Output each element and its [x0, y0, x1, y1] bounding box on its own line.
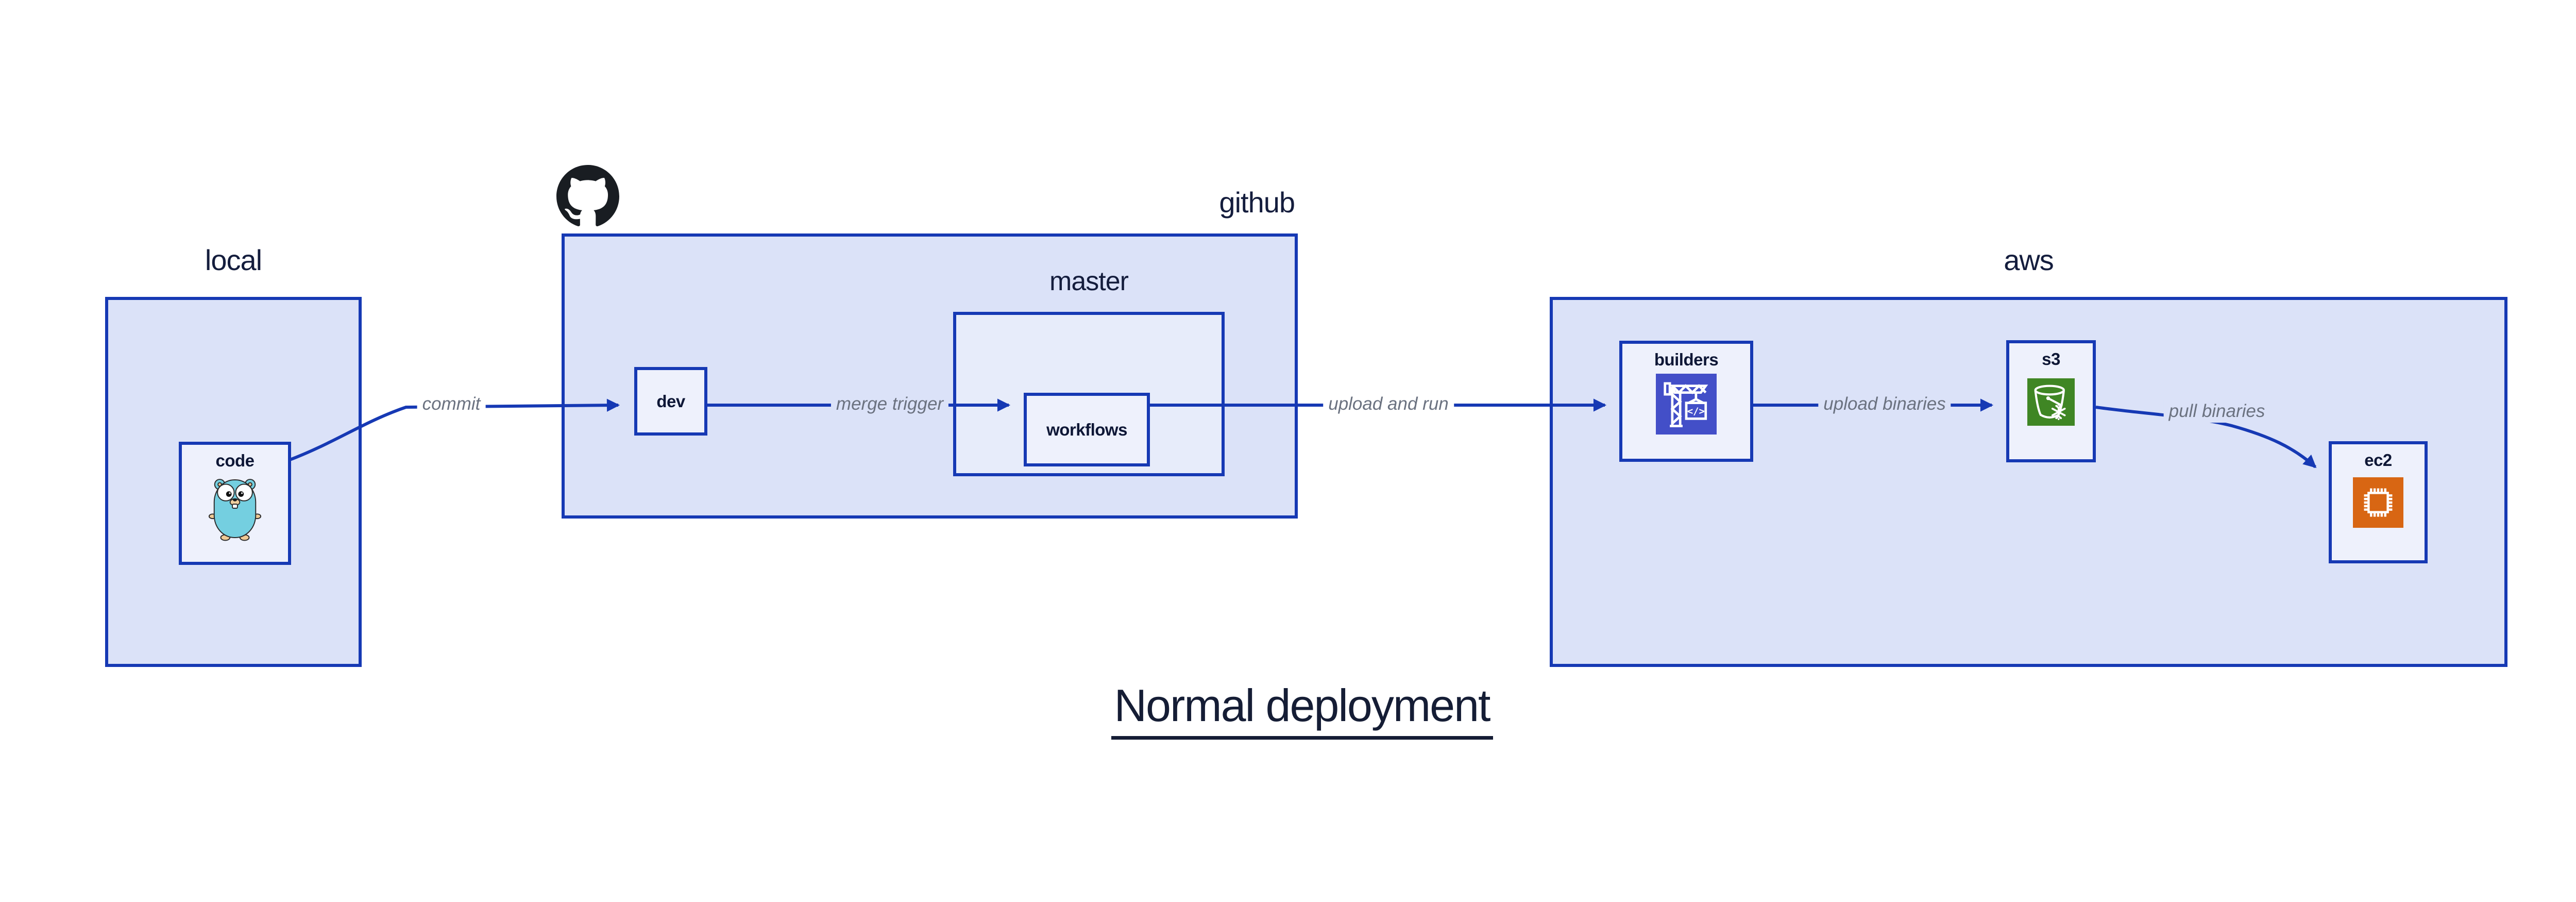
edge-label-commit: commit — [417, 393, 486, 415]
go-gopher-icon — [182, 475, 288, 543]
node-code: code — [179, 442, 291, 565]
master-label: master — [1049, 266, 1129, 296]
node-workflows-label: workflows — [1046, 420, 1127, 439]
node-workflows: workflows — [1024, 393, 1150, 466]
node-builders-label: builders — [1654, 350, 1719, 369]
node-s3: s3 — [2006, 340, 2096, 462]
edge-label-merge-trigger: merge trigger — [831, 393, 949, 415]
edge-label-upload-and-run: upload and run — [1323, 393, 1454, 415]
edge-label-upload-binaries: upload binaries — [1818, 393, 1951, 415]
node-s3-label: s3 — [2042, 349, 2060, 369]
node-ec2: ec2 — [2329, 441, 2428, 563]
node-code-label: code — [215, 451, 255, 470]
github-octocat-icon — [556, 165, 619, 230]
aws-label: aws — [2004, 244, 2054, 276]
aws-ec2-chip-icon — [2332, 477, 2425, 528]
node-ec2-label: ec2 — [2364, 450, 2392, 470]
node-dev: dev — [634, 367, 707, 436]
node-builders: builders </> — [1619, 341, 1753, 462]
node-dev-label: dev — [656, 391, 685, 411]
code-brackets-glyph: </> — [1687, 406, 1705, 417]
edge-label-pull-binaries: pull binaries — [2163, 400, 2270, 423]
github-label: github — [1219, 186, 1295, 219]
diagram-title-row: Normal deployment — [0, 679, 2576, 740]
aws-codebuild-crane-icon: </> — [1622, 374, 1750, 435]
local-label: local — [205, 244, 262, 276]
aws-s3-bucket-snowflake-icon — [2009, 378, 2093, 426]
diagram-title: Normal deployment — [1111, 679, 1493, 740]
